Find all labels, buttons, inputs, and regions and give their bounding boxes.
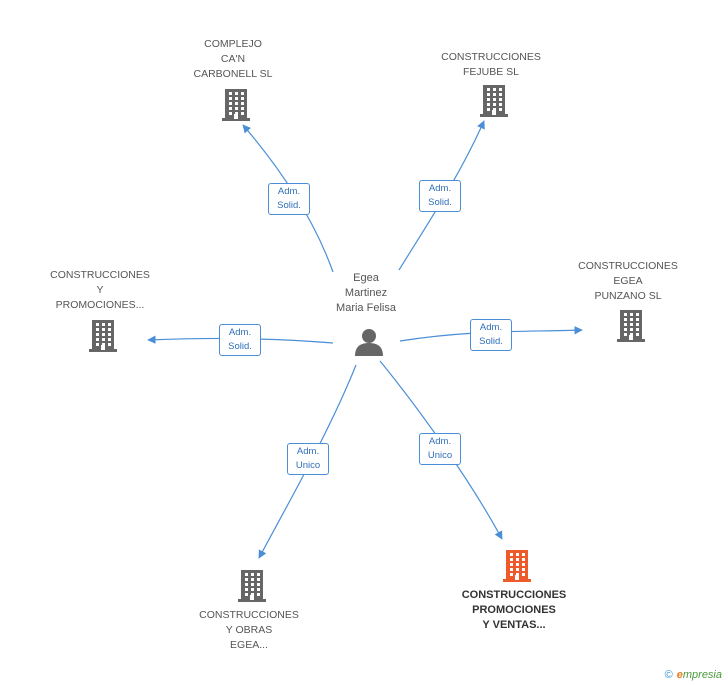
role-badge-y-obras: Adm. Unico xyxy=(287,443,329,475)
building-icon[interactable] xyxy=(88,318,118,352)
company-label-line: COMPLEJO xyxy=(204,38,262,50)
company-label-line: EGEA... xyxy=(230,639,268,651)
company-label-line: PUNZANO SL xyxy=(594,290,662,302)
role-text: Adm. xyxy=(228,327,252,338)
role-text: Solid. xyxy=(228,341,252,352)
role-text: Adm. xyxy=(479,322,503,333)
company-label-line: CA'N xyxy=(220,53,246,65)
company-label-line: CONSTRUCCIONES xyxy=(199,609,299,621)
company-label-line: FEJUBE SL xyxy=(462,66,520,78)
brand-initial: e xyxy=(676,669,683,681)
company-label-line: Y xyxy=(96,284,104,296)
company-label-line: Y VENTAS... xyxy=(482,619,546,631)
company-label-y-obras[interactable]: CONSTRUCCIONES Y OBRAS EGEA... xyxy=(199,608,299,653)
company-label-line: CONSTRUCCIONES xyxy=(50,269,150,281)
company-label-line: CARBONELL SL xyxy=(193,68,273,80)
company-label-line: PROMOCIONES xyxy=(472,604,556,616)
building-icon[interactable] xyxy=(221,87,251,121)
role-text: Solid. xyxy=(479,336,503,347)
company-label-promociones-ventas[interactable]: CONSTRUCCIONES PROMOCIONES Y VENTAS... xyxy=(462,588,567,633)
role-text: Adm. xyxy=(428,183,452,194)
brand-name: mpresia xyxy=(682,669,722,681)
role-text: Unico xyxy=(427,450,453,461)
company-label-line: Y OBRAS xyxy=(225,624,273,636)
person-name-line: Egea xyxy=(353,272,379,284)
building-icon[interactable] xyxy=(616,308,646,342)
company-label-line: EGEA xyxy=(613,275,643,287)
role-badge-egea-punzano: Adm. Solid. xyxy=(470,319,512,351)
role-badge-y-promociones: Adm. Solid. xyxy=(219,324,261,356)
role-badge-fejube: Adm. Solid. xyxy=(419,180,461,212)
person-name-line: Martinez xyxy=(344,287,388,299)
role-text: Solid. xyxy=(428,197,452,208)
person-icon[interactable] xyxy=(354,328,384,356)
role-text: Adm. xyxy=(428,436,452,447)
company-label-line: PROMOCIONES... xyxy=(55,299,145,311)
company-label-egea-punzano[interactable]: CONSTRUCCIONES EGEA PUNZANO SL xyxy=(578,259,678,304)
role-badge-complejo: Adm. Solid. xyxy=(268,183,310,215)
role-badge-promociones-ventas: Adm. Unico xyxy=(419,433,461,465)
building-icon[interactable] xyxy=(237,568,267,602)
company-label-complejo[interactable]: COMPLEJO CA'N CARBONELL SL xyxy=(194,37,273,82)
copyright-icon: © xyxy=(664,669,673,681)
company-label-y-promociones[interactable]: CONSTRUCCIONES Y PROMOCIONES... xyxy=(50,268,150,313)
company-label-line: CONSTRUCCIONES xyxy=(461,589,567,601)
role-text: Unico xyxy=(295,460,321,471)
person-name[interactable]: Egea Martinez Maria Felisa xyxy=(336,271,396,316)
role-text: Adm. xyxy=(277,186,301,197)
building-icon[interactable] xyxy=(479,83,509,117)
brand-logo: ©empresia xyxy=(665,669,722,681)
person-name-line: Maria Felisa xyxy=(336,302,396,314)
building-icon[interactable] xyxy=(502,548,532,582)
role-text: Solid. xyxy=(277,200,301,211)
role-text: Adm. xyxy=(296,446,320,457)
company-label-line: CONSTRUCCIONES xyxy=(578,260,678,272)
company-label-line: CONSTRUCCIONES xyxy=(441,51,541,63)
company-label-fejube[interactable]: CONSTRUCCIONES FEJUBE SL xyxy=(441,50,541,80)
